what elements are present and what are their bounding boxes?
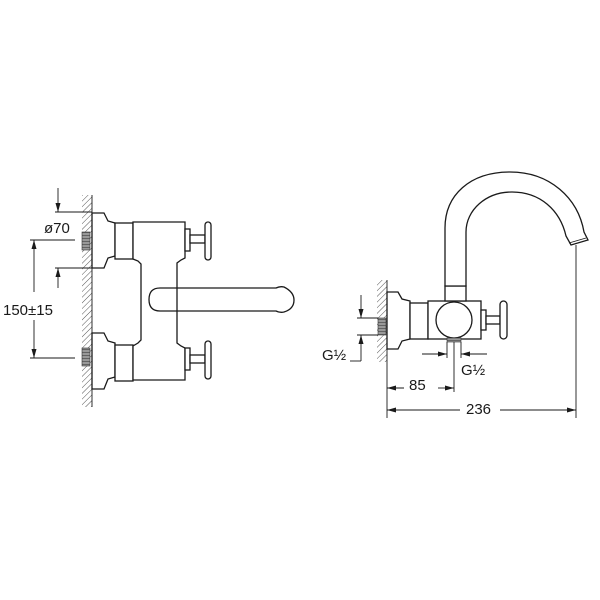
upper-cross-handle: [184, 221, 212, 261]
wall-to-spout-label: 236: [466, 401, 491, 418]
wall-to-outlet-dimension: 85: [386, 342, 455, 418]
outlet-thread-label: G½: [461, 362, 486, 379]
side-view: G½ G½ 85 236: [322, 171, 589, 418]
wall-to-spout-dimension: 236: [387, 245, 577, 418]
front-spout: [148, 286, 295, 313]
side-thread: [377, 317, 387, 336]
front-view: ø70 150±15: [3, 188, 295, 407]
side-cross-handle: [480, 300, 508, 340]
upper-thread: [81, 231, 91, 251]
lower-thread: [81, 347, 91, 367]
lower-flange: [91, 332, 116, 390]
spout-collar: [444, 285, 467, 302]
wall-hatch: [82, 195, 92, 407]
outlet-thread-dimension: G½: [422, 342, 487, 379]
side-valve-ball: [435, 301, 473, 339]
inlet-thread-dimension: G½: [322, 295, 378, 364]
lower-cross-handle: [184, 340, 212, 380]
center-distance-dimension: 150±15: [3, 239, 75, 359]
outlet-thread: [446, 337, 462, 343]
center-distance-label: 150±15: [3, 302, 53, 319]
side-connector: [409, 302, 429, 340]
lower-connector: [114, 344, 134, 382]
diameter-label: ø70: [44, 220, 70, 237]
wall-to-outlet-label: 85: [409, 377, 426, 394]
gooseneck-spout: [444, 171, 589, 287]
inlet-thread-label: G½: [322, 347, 347, 364]
upper-connector: [114, 222, 134, 260]
side-flange: [386, 291, 411, 350]
diameter-dimension: ø70: [44, 188, 92, 288]
upper-flange: [91, 212, 116, 269]
